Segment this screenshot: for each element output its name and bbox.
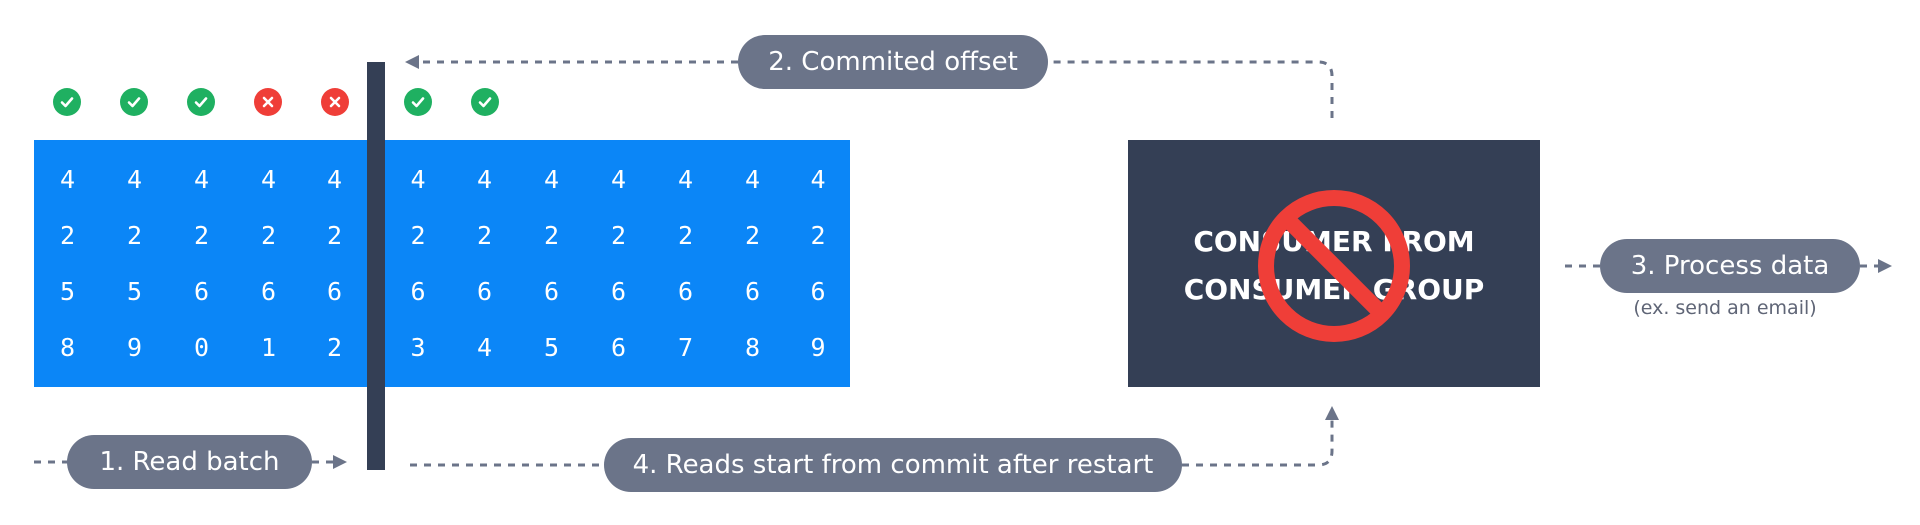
offset-cell: 4 2 6 8	[719, 140, 786, 387]
offset-digit: 2	[326, 332, 343, 362]
check-icon	[120, 88, 148, 116]
offset-digit: 6	[677, 276, 694, 306]
offset-digit: 4	[744, 165, 761, 195]
offset-digit: 5	[59, 276, 76, 306]
offset-digit: 6	[326, 276, 343, 306]
offset-digit: 4	[126, 165, 143, 195]
offset-digit: 4	[543, 165, 560, 195]
offset-digit: 6	[543, 276, 560, 306]
arrowhead	[333, 455, 347, 469]
offset-digit: 2	[193, 221, 210, 251]
commit-arrow	[1048, 60, 1334, 118]
offset-digit: 0	[193, 332, 210, 362]
restart-arrow-right	[1182, 418, 1334, 467]
check-icon	[404, 88, 432, 116]
offset-digit: 1	[260, 332, 277, 362]
offset-digit: 4	[476, 332, 493, 362]
arrowhead	[1325, 406, 1339, 420]
arrowhead	[1878, 259, 1892, 273]
consumer-label: CONSUMER FROM CONSUMER GROUP	[1128, 218, 1540, 314]
offset-cell: 4 2 6 5	[518, 140, 585, 387]
offset-digit: 4	[810, 165, 826, 195]
offset-digit: 4	[59, 165, 76, 195]
consumer-box: CONSUMER FROM CONSUMER GROUP	[1128, 140, 1540, 387]
offset-digit: 2	[677, 221, 694, 251]
offset-digit: 6	[193, 276, 210, 306]
offset-digit: 2	[260, 221, 277, 251]
consumer-label-line2: CONSUMER GROUP	[1183, 273, 1485, 306]
offset-cell: 4 2 6 7	[652, 140, 719, 387]
offset-digit: 5	[126, 276, 143, 306]
offset-digit: 5	[543, 332, 560, 362]
offset-digit: 9	[126, 332, 143, 362]
offset-digit: 6	[410, 276, 426, 306]
offset-digit: 2	[410, 221, 426, 251]
offset-digit: 4	[610, 165, 627, 195]
cross-icon	[254, 88, 282, 116]
offset-digit: 2	[326, 221, 343, 251]
offset-cell: 4 2 5 9	[101, 140, 168, 387]
offset-digit: 6	[810, 276, 826, 306]
committed-offset-label: 2. Commited offset	[738, 35, 1048, 89]
offset-digit: 2	[126, 221, 143, 251]
offset-digit: 6	[476, 276, 493, 306]
offset-digit: 2	[543, 221, 560, 251]
arrowhead	[405, 55, 419, 69]
offset-digit: 4	[410, 165, 426, 195]
offset-cell: 4 2 6 2	[302, 140, 367, 387]
offset-cell: 4 2 6 6	[585, 140, 652, 387]
offset-digit: 6	[744, 276, 761, 306]
offset-cell: 4 2 6 3	[385, 140, 451, 387]
offset-digit: 7	[677, 332, 694, 362]
offset-digit: 6	[610, 332, 627, 362]
offset-digit: 8	[744, 332, 761, 362]
commit-marker	[367, 62, 385, 470]
offset-digit: 6	[260, 276, 277, 306]
check-icon	[53, 88, 81, 116]
consumer-label-line1: CONSUMER FROM	[1193, 225, 1475, 258]
process-note: (ex. send an email)	[1633, 297, 1817, 319]
reads-restart-label: 4. Reads start from commit after restart	[604, 438, 1182, 492]
offset-digit: 8	[59, 332, 76, 362]
offset-digit: 4	[476, 165, 493, 195]
offset-digit: 4	[260, 165, 277, 195]
offset-digit: 2	[59, 221, 76, 251]
offset-digit: 4	[326, 165, 343, 195]
offset-cell: 4 2 6 4	[451, 140, 518, 387]
offset-digit: 2	[810, 221, 826, 251]
offset-digit: 4	[677, 165, 694, 195]
offset-digit: 2	[744, 221, 761, 251]
process-data-label: 3. Process data	[1600, 239, 1860, 293]
cross-icon	[321, 88, 349, 116]
read-batch-label: 1. Read batch	[67, 435, 312, 489]
offset-digit: 3	[410, 332, 426, 362]
offset-cell: 4 2 5 8	[34, 140, 101, 387]
offset-cell: 4 2 6 0	[168, 140, 235, 387]
offset-digit: 2	[476, 221, 493, 251]
check-icon	[187, 88, 215, 116]
offset-digit: 4	[193, 165, 210, 195]
check-icon	[471, 88, 499, 116]
offset-cell: 4 2 6 9	[786, 140, 850, 387]
offset-digit: 9	[810, 332, 826, 362]
offset-digit: 2	[610, 221, 627, 251]
offset-digit: 6	[610, 276, 627, 306]
offset-cell: 4 2 6 1	[235, 140, 302, 387]
prohibited-icon	[1258, 190, 1410, 342]
